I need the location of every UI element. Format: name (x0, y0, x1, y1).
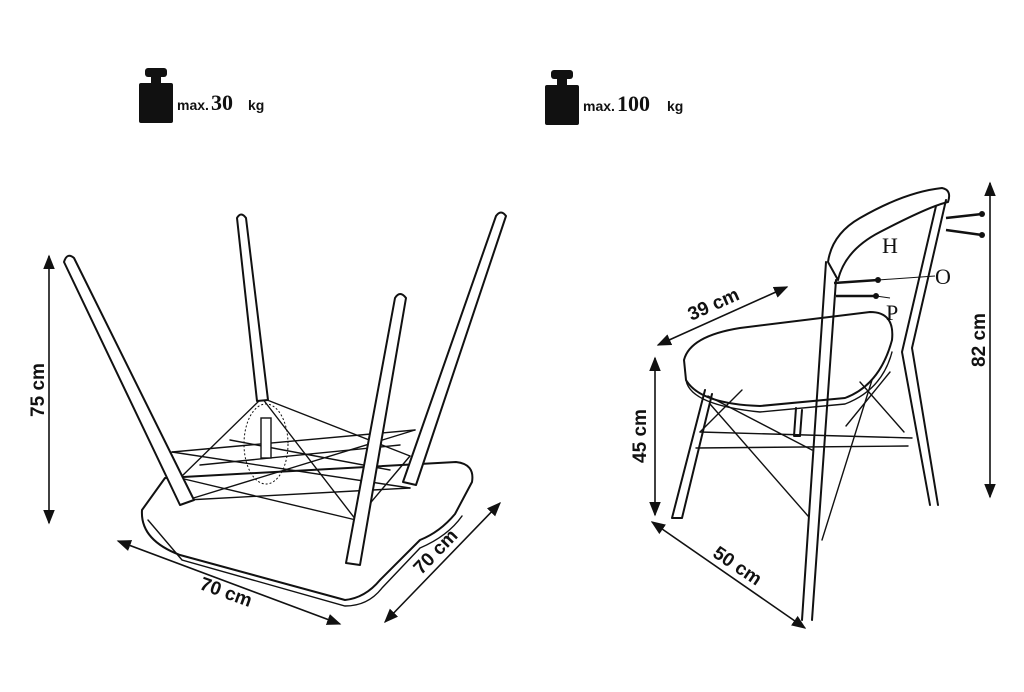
table-width-label: 70 cm (197, 574, 255, 612)
chair-seat-edge (685, 351, 893, 413)
chair-back-post (801, 261, 837, 621)
table-top (140, 461, 474, 601)
chair-seat (683, 311, 894, 407)
chair-max-value: 100 (617, 91, 650, 116)
chair-backrest (827, 187, 951, 281)
chair-seat-height-label: 45 cm (630, 409, 651, 463)
table-drawing: max. 30 kg 75 cm (28, 68, 507, 625)
chair-max-unit: kg (667, 98, 683, 114)
chair-depth-arrow (650, 521, 807, 629)
chair-max-prefix: max. (583, 98, 615, 114)
table-leg-2 (236, 213, 269, 402)
table-max-unit: kg (248, 97, 264, 113)
chair-front-leg (671, 389, 713, 519)
detail-circle (243, 403, 289, 485)
chair-drawing: max. 100 kg (545, 70, 996, 629)
part-label-h: H (882, 233, 898, 258)
table-leg-1 (63, 254, 195, 506)
table-depth-label: 70 cm (410, 526, 463, 579)
chair-height-label: 82 cm (969, 313, 990, 367)
table-depth-arrow (383, 501, 502, 624)
screw-icons (833, 211, 985, 299)
chair-rear-leg (901, 199, 947, 506)
part-label-o: O (935, 264, 951, 289)
table-max-prefix: max. (177, 97, 209, 113)
table-leg-4 (402, 211, 507, 486)
table-max-value: 30 (211, 90, 233, 115)
part-label-p: P (886, 300, 898, 325)
chair-front-leg-2 (793, 407, 803, 437)
table-leg-3 (345, 293, 407, 566)
detail-bolt (260, 417, 272, 459)
table-height-label: 75 cm (28, 363, 49, 417)
weight-icon-chair (545, 70, 579, 125)
weight-icon (139, 68, 173, 123)
table-width-arrow (116, 540, 342, 625)
chair-seat-width-arrow (656, 286, 789, 346)
chair-cross-frame (695, 371, 913, 541)
